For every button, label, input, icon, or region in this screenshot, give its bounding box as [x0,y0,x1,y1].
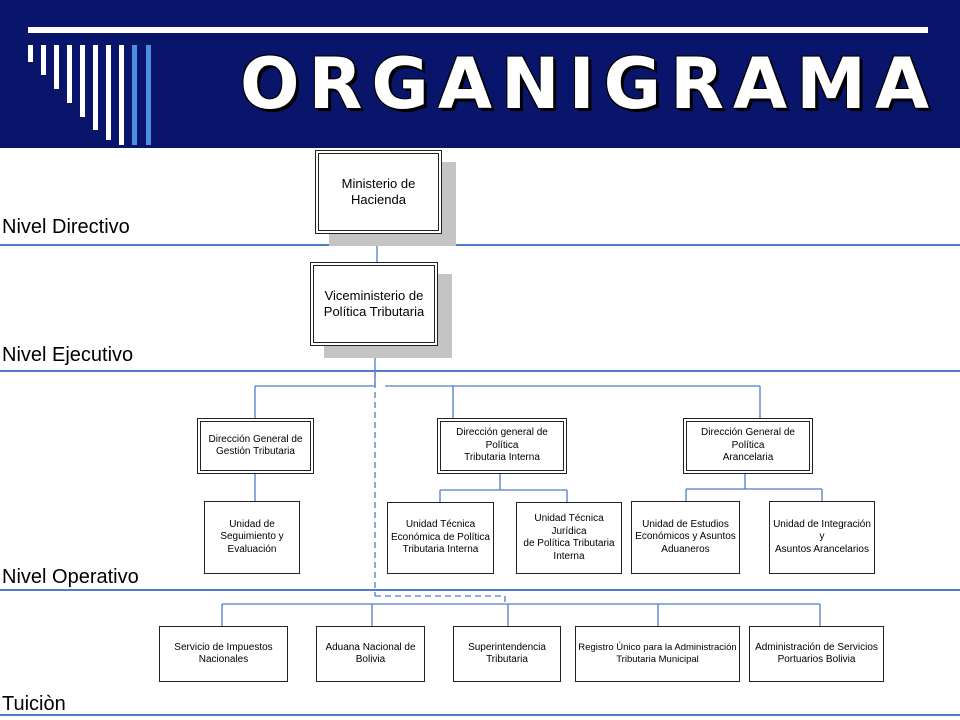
node-label: Bolivia [355,654,386,665]
node-label: Viceministerio de [324,287,424,303]
node-label: Económicos y Asuntos [635,531,736,543]
node-label: Ministerio de [341,175,416,191]
title-banner: ORGANIGRAMA [0,0,960,148]
header-stripe [146,45,151,145]
header-stripe [119,45,124,145]
node-label: Tributaria Interna [402,544,479,556]
node-label: Hacienda [351,192,406,207]
node-label: Económica de Política [391,531,490,543]
node-label: Unidad de Estudios [642,518,729,530]
header-stripe [67,45,72,103]
node-label: Dirección general de Política [456,427,548,451]
node-label: Tributaria Municipal [616,654,699,665]
node-label: Dirección General de Política [701,427,795,451]
org-chart: Nivel Directivo Nivel Ejecutivo Nivel Op… [0,148,960,720]
header-stripe [28,45,33,62]
node-label: Aduana Nacional de [325,641,416,653]
node-label: Unidad Técnica Jurídica [534,513,604,537]
node-label: Superintendencia [468,641,546,653]
page-title: ORGANIGRAMA [240,43,939,125]
header-stripe [80,45,85,117]
header-rule [28,27,928,33]
node-label: Gestión Tributaria [216,446,295,457]
level-label-ejecutivo: Nivel Ejecutivo [2,344,134,366]
node-label: Unidad de [229,518,275,530]
connector-lines [0,234,960,716]
node-label: Arancelaria [722,452,774,464]
node-label: Unidad Técnica [405,519,476,531]
node-label: Registro Único para la Administración [578,642,737,654]
header-stripe [132,45,137,145]
header-stripe [41,45,46,75]
node-label: Servicio de Impuestos [174,641,273,653]
header-stripe [106,45,111,140]
node-label: Evaluación [227,543,277,555]
node-label: Seguimiento y [220,531,284,543]
node-label: Política Tributaria [323,304,425,319]
level-label-operativo: Nivel Operativo [2,566,139,588]
level-label-directivo: Nivel Directivo [2,216,130,238]
node-label: Asuntos Arancelarios [775,543,869,555]
level-label-tuicion: Tuiciòn [2,693,66,715]
node-label: Unidad de Integración y [773,518,871,543]
node-label: Aduaneros [661,543,710,555]
node-label: Dirección General de [208,433,303,445]
header-stripe [54,45,59,89]
node-label: Portuarios Bolivia [777,654,856,665]
node-label: Interna [553,550,585,562]
header-stripe [93,45,98,130]
node-label: Administración de Servicios [755,641,878,653]
node-label: de Política Tributaria [523,538,615,549]
node-label: Nacionales [198,654,249,665]
node-label: Tributaria Interna [464,452,540,464]
node-label: Tributaria [486,654,528,665]
